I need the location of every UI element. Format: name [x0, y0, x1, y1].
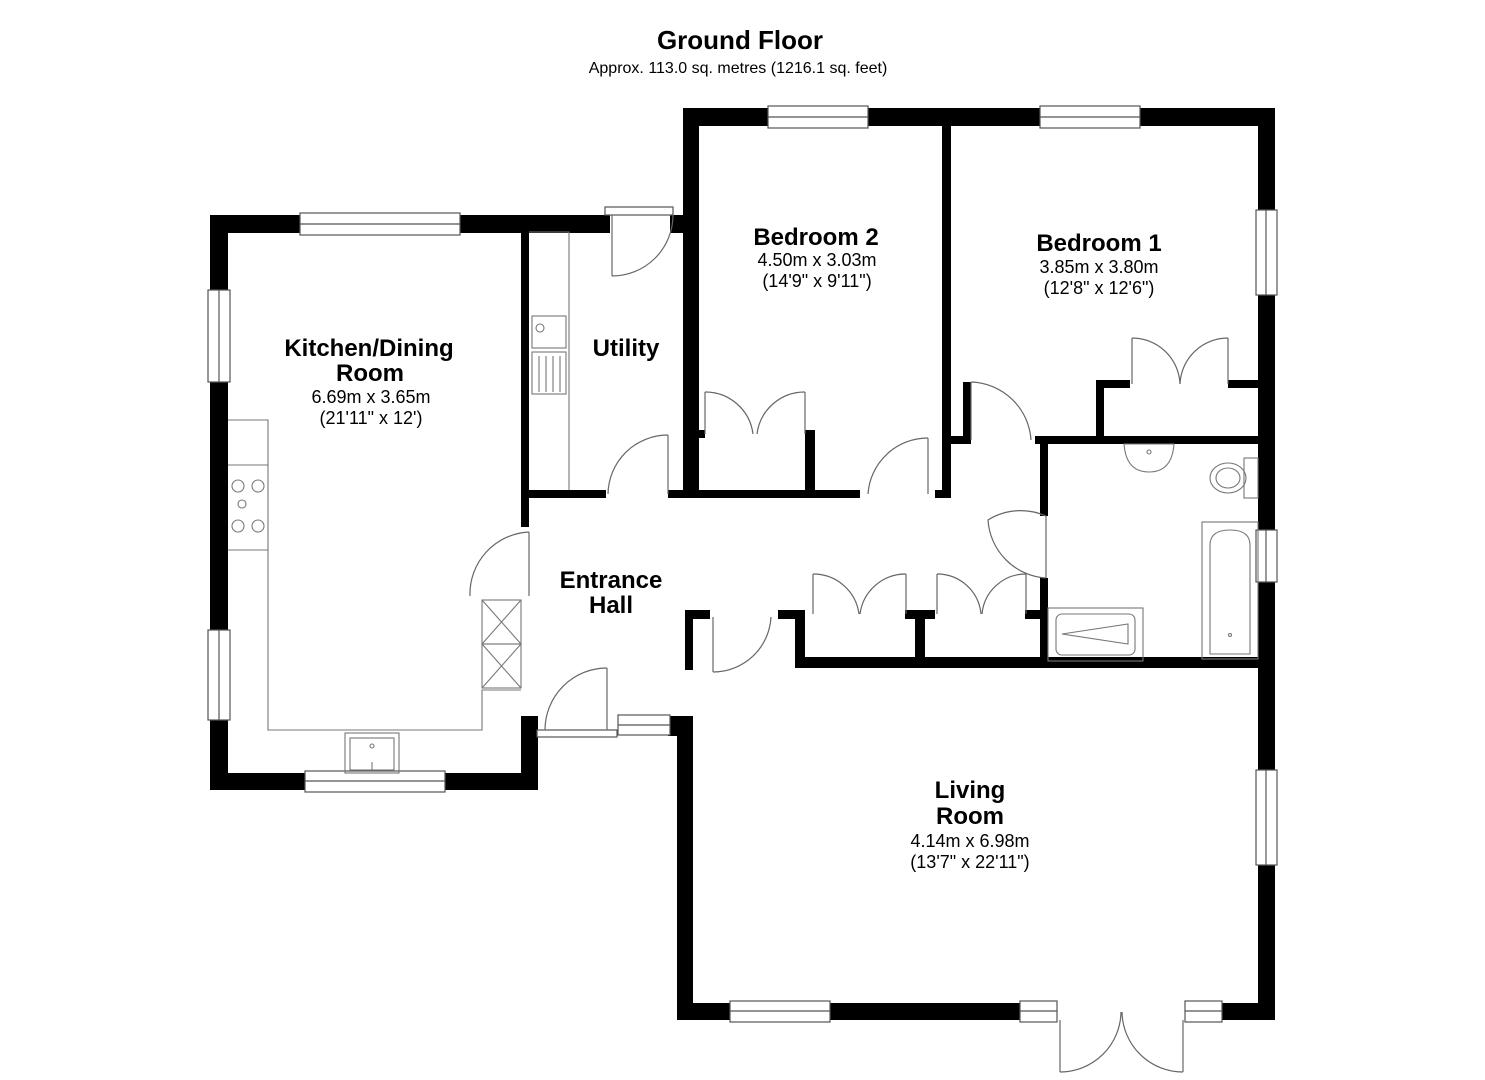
bedroom1-imperial: (12'8" x 12'6")	[1044, 278, 1155, 298]
bedroom1-metric: 3.85m x 3.80m	[1039, 257, 1158, 277]
window-bedroom1-north	[1039, 105, 1141, 129]
bedroom2-south-wall-b	[935, 490, 951, 498]
window-hall-south	[617, 714, 671, 736]
living-metric: 4.14m x 6.98m	[910, 831, 1029, 851]
bedroom2-metric: 4.50m x 3.03m	[757, 250, 876, 270]
bedroom2-imperial: (14'9" x 9'11")	[762, 271, 871, 291]
cupboard-wall-a	[795, 610, 805, 668]
door-bedroom1-wardrobe	[1131, 337, 1229, 385]
utility-hall-wall-b	[668, 490, 680, 498]
door-front-entrance	[544, 667, 608, 731]
utility-name: Utility	[593, 335, 660, 362]
door-hall-cupboard-b	[936, 573, 1027, 615]
doors	[469, 214, 1229, 1073]
window-kitchen-south	[304, 770, 446, 793]
bedroom2-wardrobe-end	[699, 430, 705, 438]
hall-name-line2: Hall	[589, 592, 633, 619]
hall-name-line1: Entrance	[560, 567, 663, 594]
bedroom1-wardrobe-wall	[1096, 380, 1104, 444]
utility-back-door-frame	[604, 206, 674, 216]
window-kitchen-north	[299, 212, 461, 236]
front-door-frame	[536, 729, 618, 738]
window-kitchen-west-lower	[207, 629, 231, 721]
windows	[207, 105, 1278, 1023]
living-north-wall	[795, 657, 1258, 668]
bedroom2-name: Bedroom 2	[753, 224, 878, 251]
window-kitchen-west-upper	[207, 289, 231, 383]
room-labels: Kitchen/Dining Room 6.69m x 3.65m (21'11…	[284, 224, 1161, 872]
utility-north-stub	[670, 215, 699, 233]
kitchen-east-lower-wall	[521, 716, 538, 790]
bedroom2-south-wall	[680, 490, 860, 498]
living-west-wall-long	[677, 716, 693, 1020]
kitchen-name-line2: Room	[336, 360, 404, 387]
utility-worktop	[529, 231, 570, 490]
bedroom-partition	[942, 126, 951, 498]
bedroom1-wall-lower	[963, 382, 971, 444]
window-living-east	[1255, 769, 1278, 866]
kitchen-sink-icon	[344, 732, 400, 774]
appliance-icon	[481, 599, 522, 689]
bathroom-west-wall-lower	[1040, 578, 1048, 663]
kitchen-name-line1: Kitchen/Dining	[284, 335, 453, 362]
bathroom-north-wall	[1035, 436, 1258, 444]
living-name-line2: Room	[936, 803, 1004, 830]
door-bedroom2-wardrobe	[704, 391, 806, 435]
kitchen-utility-partition	[521, 230, 529, 527]
door-bathroom	[987, 510, 1047, 579]
cupboard-stub-c	[1025, 610, 1048, 619]
title-block: Ground Floor Approx. 113.0 sq. metres (1…	[589, 25, 888, 77]
bathroom-west-wall	[1040, 436, 1048, 516]
door-bedroom2	[867, 437, 929, 495]
living-west-upper-wall	[685, 610, 710, 619]
bedroom1-wardrobe-top	[1096, 380, 1130, 388]
kitchen-worktop	[228, 419, 521, 731]
toilet-icon	[1209, 457, 1259, 499]
living-name-line1: Living	[935, 777, 1006, 804]
living-west-wall-top	[685, 610, 693, 670]
window-bedroom2-north	[767, 105, 869, 129]
door-living-french	[1059, 1011, 1184, 1073]
fixtures	[228, 231, 1259, 774]
basin-icon	[1123, 443, 1175, 473]
window-bathroom-east	[1255, 529, 1278, 583]
utility-south-wall	[521, 490, 606, 498]
door-hall-cupboard-a	[812, 573, 907, 615]
door-utility-hall	[607, 434, 669, 495]
bedroom2-wardrobe-wall	[805, 430, 815, 498]
window-living-door-side-b	[1184, 1000, 1223, 1023]
living-imperial: (13'7" x 22'11")	[910, 852, 1029, 872]
window-living-south	[729, 1000, 831, 1023]
door-utility-back	[611, 214, 674, 277]
cupboard-wall-b	[915, 610, 925, 668]
bath-icon	[1201, 521, 1259, 660]
cupboard-stub-a	[778, 610, 805, 619]
window-bedroom1-east	[1255, 209, 1278, 296]
plan-area: Approx. 113.0 sq. metres (1216.1 sq. fee…	[589, 60, 888, 77]
door-living-hall	[712, 616, 772, 673]
kitchen-metric: 6.69m x 3.65m	[311, 387, 430, 407]
utility-sink-icon	[531, 315, 567, 395]
window-living-door-side-a	[1019, 1000, 1058, 1023]
plan-title: Ground Floor	[657, 25, 823, 55]
door-bedroom1	[970, 381, 1032, 441]
cupboard-stub-b	[905, 610, 935, 619]
kitchen-imperial: (21'11" x 12')	[320, 408, 423, 428]
bedroom1-wardrobe-top-b	[1228, 380, 1258, 388]
hob-icon	[231, 479, 265, 533]
bedroom2-west-wall	[683, 108, 699, 498]
door-kitchen-hall	[469, 531, 530, 597]
bedroom1-west-stub	[951, 436, 971, 444]
bedroom1-name: Bedroom 1	[1036, 230, 1161, 257]
shower-tray-icon	[1047, 607, 1144, 662]
